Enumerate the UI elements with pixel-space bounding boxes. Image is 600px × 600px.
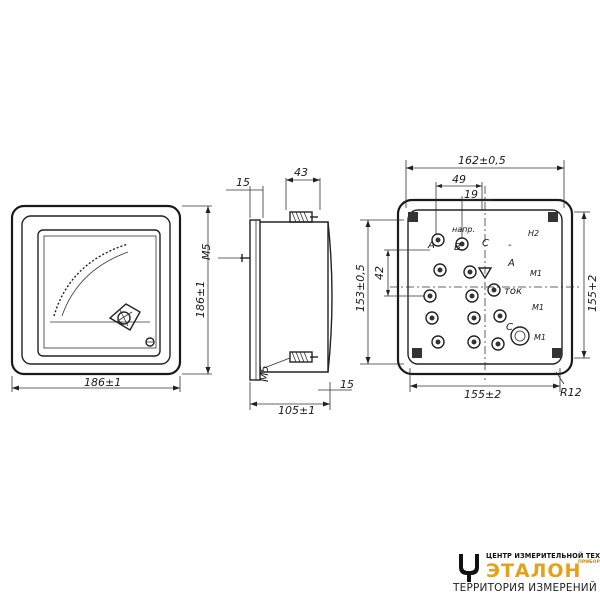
terminal-label-m1a: M1: [530, 269, 542, 278]
rear-view: [360, 160, 590, 392]
rear-dim-42-label: 42: [373, 266, 386, 280]
terminal-label-a1: A: [427, 240, 435, 251]
tuning-fork-icon: [459, 554, 479, 582]
terminal-label-tok: ток: [504, 286, 522, 297]
side-dim-15-bottom-label: 15: [340, 378, 354, 391]
terminal-label-m1c: M1: [534, 333, 546, 342]
side-view: [218, 177, 352, 410]
zero-corrector: [108, 303, 141, 331]
rear-dim-19-label: 19: [464, 188, 478, 201]
terminal-label-minus: -: [508, 240, 512, 251]
terminal-label-napr: напр.: [452, 225, 475, 234]
rear-radius-label: R12: [560, 386, 582, 399]
front-dial-window: [43, 235, 157, 349]
rear-height-left-label: 153±0,5: [354, 264, 367, 312]
side-dim-15-top-label: 15: [236, 176, 250, 189]
terminal-label-a2: A: [507, 258, 515, 269]
front-view: [10, 204, 212, 392]
front-outer-frame: [10, 204, 182, 376]
front-height-label: 186±1: [194, 281, 207, 318]
terminal-label-c2: C: [506, 322, 513, 333]
rear-width-top-label: 162±0,5: [458, 154, 506, 167]
side-thread-top-label: M5: [200, 244, 213, 261]
rear-height-right-label: 155+2: [586, 275, 599, 312]
logo-top-line: ЦЕНТР ИЗМЕРИТЕЛЬНОЙ ТЕХНИКИ: [486, 552, 600, 560]
terminal-label-m1b: M1: [532, 303, 544, 312]
logo-tagline: ТЕРРИТОРИЯ ИЗМЕРЕНИЙ: [453, 582, 597, 594]
side-dim-43-label: 43: [294, 166, 308, 179]
rear-large-terminal: [510, 326, 530, 346]
rear-width-bottom-label: 155±2: [464, 388, 501, 401]
rear-dim-49-label: 49: [452, 173, 466, 186]
rear-corner-posts: [408, 212, 562, 358]
dial-inner-arc: [61, 251, 129, 317]
brand-logo: ЦЕНТР ИЗМЕРИТЕЛЬНОЙ ТЕХНИКИ ЭТАЛОН ПРИБО…: [452, 551, 600, 597]
logo-brand: ЭТАЛОН: [486, 560, 582, 582]
front-window-frame: [37, 229, 161, 357]
side-top-terminal: [289, 211, 318, 223]
front-bezel: [21, 215, 171, 365]
side-body: [260, 221, 329, 373]
side-thread-bottom-label: M5: [258, 366, 271, 383]
side-bottom-terminal: [289, 351, 318, 363]
logo-sub-line: ПРИБОР: [578, 560, 600, 565]
terminal-label-c1: C: [482, 238, 489, 249]
front-width-label: 186±1: [84, 376, 121, 389]
side-front-flange: [249, 219, 261, 381]
dial-scale-arc: [53, 243, 129, 317]
side-depth-label: 105±1: [278, 404, 315, 417]
terminal-label-b: B: [454, 242, 461, 253]
terminal-label-h2: H2: [528, 229, 539, 238]
